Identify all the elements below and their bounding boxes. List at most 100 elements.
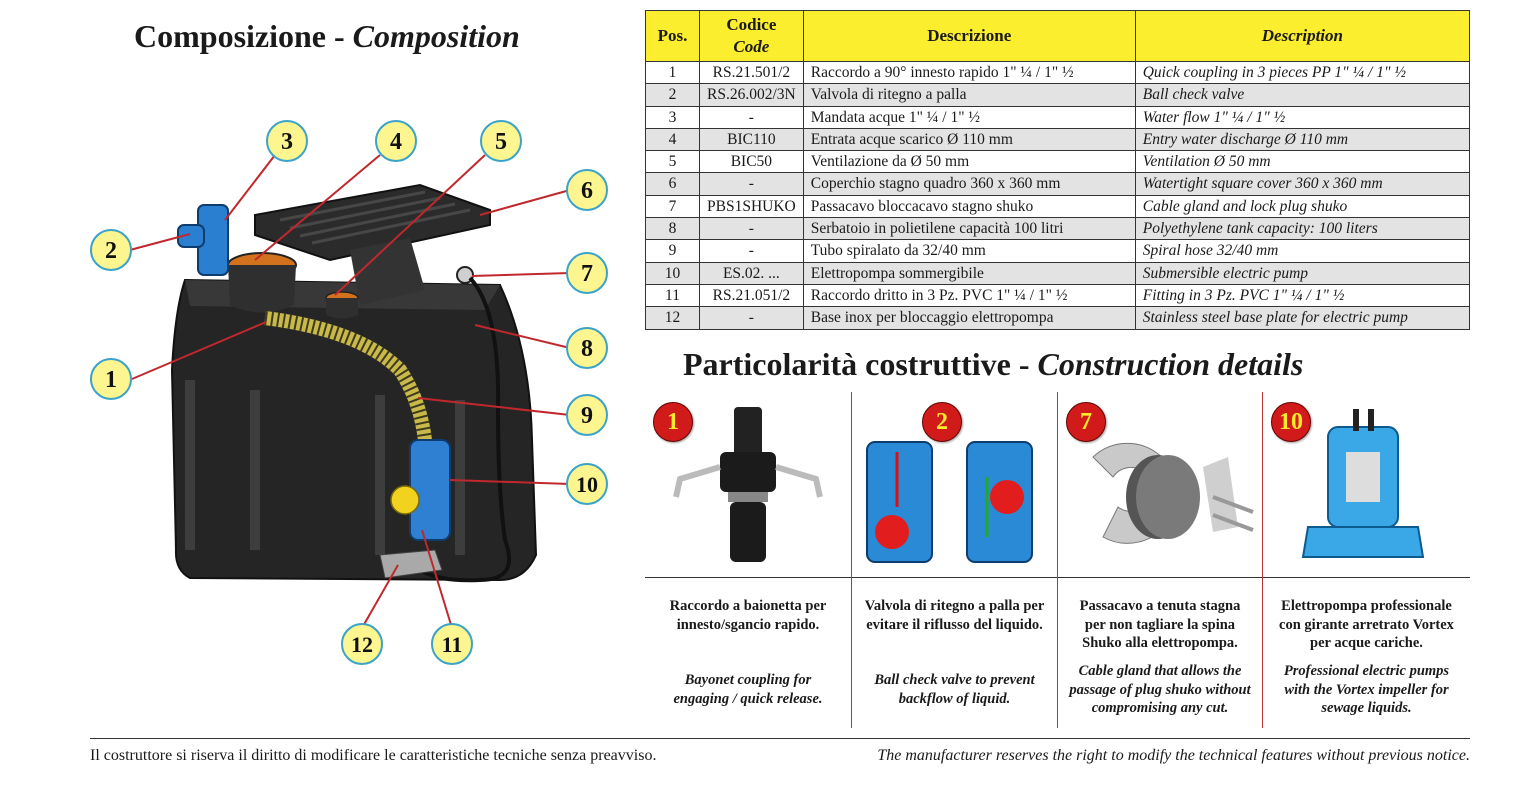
- leader-lines: [129, 154, 571, 629]
- detail-line-en: passage of plug shuko without: [1069, 681, 1251, 698]
- cell-desc-en: Cable gland and lock plug shuko: [1134, 194, 1471, 219]
- cell-code: BIC110: [699, 127, 804, 152]
- callout-3: 3: [266, 120, 308, 162]
- table-row: 12-Base inox per bloccaggio elettropompa…: [645, 306, 1471, 330]
- inlet-110-neck: [228, 265, 296, 313]
- cell-desc-it: Raccordo a 90° innesto rapido 1" ¼ / 1" …: [802, 60, 1136, 85]
- callout-circle: [480, 120, 522, 162]
- cell-pos: 11: [645, 283, 700, 308]
- callout-circle: [566, 252, 608, 294]
- cell-desc-en: Water flow 1" ¼ / 1" ½: [1134, 105, 1471, 129]
- detail-line-en: Professional electric pumps: [1283, 663, 1450, 679]
- cell-code: RS.21.501/2: [699, 60, 804, 85]
- cell-code: -: [699, 217, 804, 241]
- cell-pos: 9: [645, 239, 700, 263]
- callout-2: 2: [90, 229, 132, 271]
- cell-code: -: [699, 172, 804, 196]
- callout-6: 6: [566, 169, 608, 211]
- detail-badge: 10: [1271, 402, 1311, 442]
- footer-disclaimer-it: Il costruttore si riserva il diritto di …: [90, 747, 657, 764]
- detail-line-it: Valvola di ritegno a palla per: [864, 598, 1045, 614]
- check-valve-side: [177, 224, 205, 248]
- cell-desc-it: Ventilazione da Ø 50 mm: [802, 150, 1136, 174]
- cell-code: -: [699, 239, 804, 263]
- callout-circle: [90, 229, 132, 271]
- detail-text-en: Cable gland that allows the passage of pl…: [1058, 662, 1262, 718]
- cell-desc-it: Passacavo bloccacavo stagno shuko: [802, 194, 1136, 219]
- header-desc-it: Descrizione: [802, 10, 1136, 62]
- callout-11: 11: [431, 623, 473, 665]
- cell-desc-it: Base inox per bloccaggio elettropompa: [802, 306, 1136, 330]
- cell-desc-en: Ventilation Ø 50 mm: [1134, 150, 1471, 174]
- callout-number: 3: [281, 129, 293, 155]
- callout-number: 2: [105, 238, 117, 264]
- callout-circle: [266, 120, 308, 162]
- cell-code: ES.02. ...: [699, 261, 804, 285]
- cell-pos: 6: [645, 172, 700, 196]
- cell-pos: 2: [645, 83, 700, 107]
- bayonet-coupling-icon: [650, 397, 846, 577]
- callout-7: 7: [566, 252, 608, 294]
- cell-desc-en: Entry water discharge Ø 110 mm: [1134, 127, 1471, 152]
- detail-text-en: Professional electric pumps with the Vort…: [1263, 662, 1470, 718]
- column-separator: [1262, 392, 1263, 728]
- callout-circle: [341, 623, 383, 665]
- footer-disclaimer-en: The manufacturer reserves the right to m…: [877, 747, 1470, 764]
- cell-pos: 1: [645, 60, 700, 85]
- column-separator: [1057, 392, 1058, 728]
- detail-line-en: compromising any cut.: [1091, 700, 1229, 716]
- details-title-en: Construction details: [1037, 346, 1304, 382]
- cell-desc-it: Mandata acque 1" ¼ / 1" ½: [802, 105, 1136, 129]
- cell-code: RS.26.002/3N: [699, 83, 804, 107]
- callout-number: 5: [495, 129, 507, 155]
- cell-code: -: [699, 105, 804, 129]
- detail-line-it: innesto/sgancio rapido.: [676, 616, 820, 633]
- callout-number: 9: [581, 403, 593, 429]
- callout-circle: [566, 463, 608, 505]
- cell-desc-en: Stainless steel base plate for electric …: [1134, 306, 1471, 330]
- footer-line: [90, 738, 1470, 739]
- cell-desc-en: Submersible electric pump: [1134, 261, 1471, 285]
- detail-line-en: with the Vortex impeller for: [1284, 681, 1449, 698]
- callout-circle: [566, 169, 608, 211]
- cell-desc-en: Ball check valve: [1134, 83, 1471, 107]
- callout-12: 12: [341, 623, 383, 665]
- cable-gland-icon: [1063, 397, 1259, 577]
- table-row: 8-Serbatoio in polietilene capacità 100 …: [645, 217, 1471, 241]
- cell-code: RS.21.051/2: [699, 283, 804, 308]
- detail-text-it: Raccordo a baionetta per innesto/sgancio …: [645, 597, 851, 634]
- vortex-pump-icon: [1268, 397, 1464, 577]
- callout-number: 8: [581, 336, 593, 362]
- detail-line-en: Cable gland that allows the: [1078, 663, 1242, 679]
- callout-number: 7: [581, 261, 593, 287]
- detail-line-it: Raccordo a baionetta per: [669, 598, 827, 614]
- cell-pos: 3: [645, 105, 700, 129]
- composition-title-it: Composizione -: [134, 18, 353, 54]
- callout-9: 9: [566, 394, 608, 436]
- callout-circle: [375, 120, 417, 162]
- cell-pos: 8: [645, 217, 700, 241]
- detail-badge: 1: [653, 402, 693, 442]
- callout-number: 4: [390, 129, 402, 155]
- detail-line-en: engaging / quick release.: [673, 690, 823, 707]
- callout-number: 6: [581, 178, 593, 204]
- detail-line-it: Elettropompa professionale: [1281, 598, 1452, 614]
- cell-desc-en: Fitting in 3 Pz. PVC 1" ¼ / 1" ½: [1134, 283, 1471, 308]
- callout-5: 5: [480, 120, 522, 162]
- pump-float: [390, 485, 420, 515]
